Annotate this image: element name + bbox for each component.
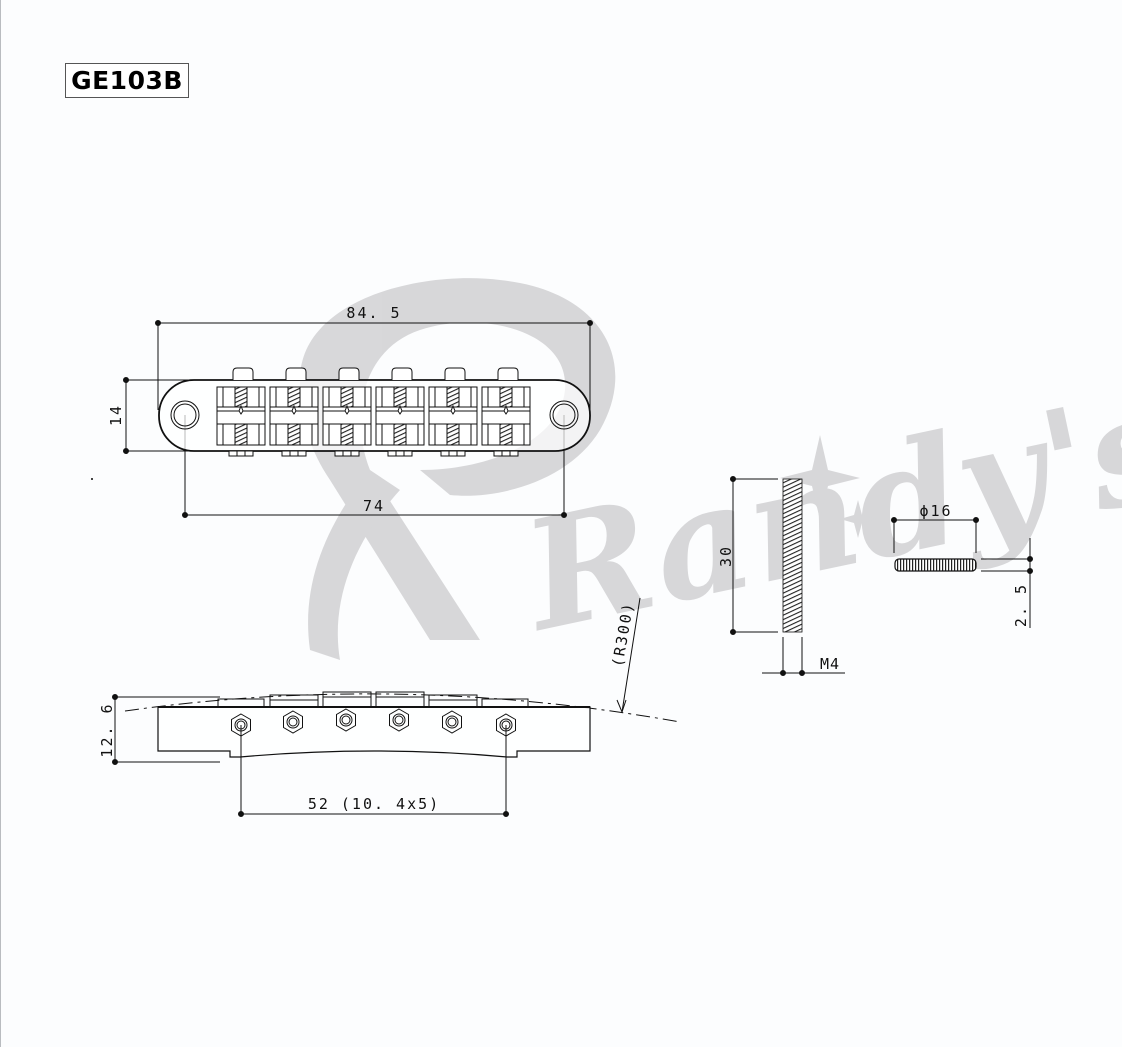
watermark-logo: Randy's — [300, 278, 1122, 666]
height-label: 14 — [107, 404, 125, 426]
side-height-label: 12. 6 — [98, 702, 116, 757]
stray-mark — [91, 478, 93, 480]
wheel-thickness-label: 2. 5 — [1012, 583, 1030, 627]
saddle-2 — [269, 367, 319, 457]
model-number-label: GE103B — [65, 63, 189, 98]
saddles — [216, 367, 531, 457]
overall-length-label: 84. 5 — [346, 304, 401, 322]
saddle-1 — [216, 367, 266, 457]
wheel-diameter-label: ϕ16 — [919, 502, 952, 520]
string-spacing-label: 52 (10. 4x5) — [308, 795, 440, 813]
saddle-6 — [481, 367, 531, 457]
page-left-border — [0, 0, 1, 1047]
thumbwheel-view — [891, 517, 1033, 628]
stud-length-label: 30 — [717, 545, 735, 567]
stud-view — [730, 476, 845, 676]
saddle-3 — [322, 367, 372, 457]
saddle-5 — [428, 367, 478, 457]
post-spacing-label: 74 — [363, 497, 385, 515]
thread-size-label: M4 — [820, 655, 840, 673]
saddle-4 — [375, 367, 425, 457]
bridge-side-view — [112, 597, 681, 817]
